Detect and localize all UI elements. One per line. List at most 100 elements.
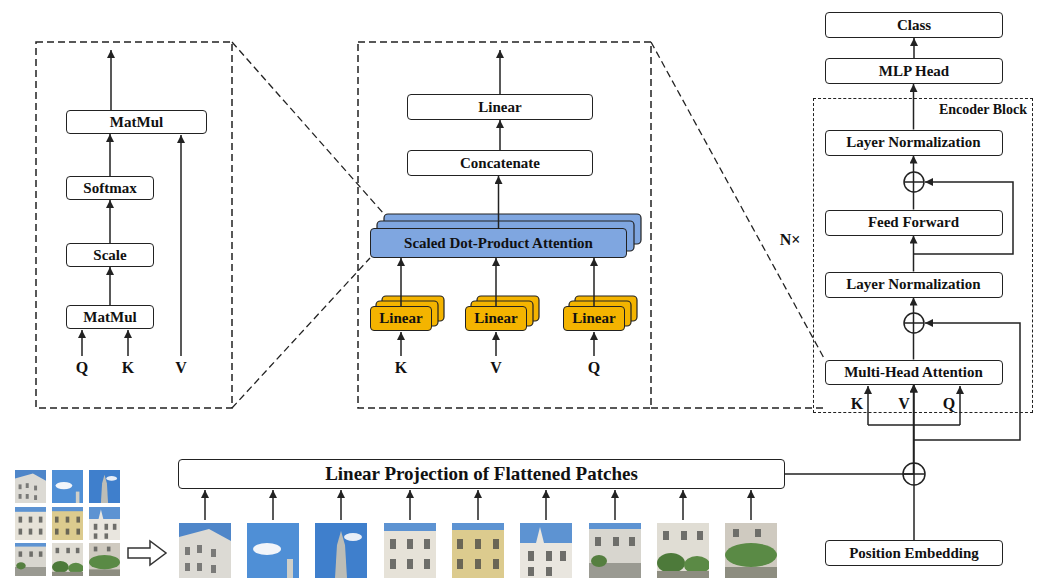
process-box: Class — [825, 12, 1003, 38]
image-patch — [520, 523, 572, 578]
flow-arrow — [913, 236, 915, 272]
patch-arrow — [682, 490, 684, 520]
input-letter: Q — [943, 396, 955, 412]
linear-box: Linear — [563, 306, 625, 331]
image-patch — [315, 523, 367, 578]
flow-arrow — [400, 258, 402, 306]
box-label: Multi-Head Attention — [844, 364, 983, 381]
patch-arrow — [409, 490, 411, 520]
zoom-line — [651, 407, 825, 408]
flow-arrow — [785, 385, 914, 475]
input-letter: V — [490, 360, 502, 376]
input-letter: K — [851, 396, 863, 412]
input-arrow — [127, 330, 129, 356]
process-box: MLP Head — [825, 58, 1003, 84]
image-patch — [179, 523, 231, 578]
linear-box: Linear — [465, 306, 527, 331]
encoder-block: Encoder BlockLayer NormalizationFeed For… — [813, 98, 1033, 413]
box-label: Linear — [478, 99, 521, 116]
box-label: Class — [897, 17, 931, 34]
hollow-arrow — [128, 541, 166, 565]
image-patch — [384, 523, 436, 578]
box-label: Layer Normalization — [846, 276, 980, 293]
image-patch — [247, 523, 299, 578]
image-patch — [89, 543, 120, 576]
image-patch — [452, 523, 504, 578]
box-label: MLP Head — [879, 63, 949, 80]
image-patch — [52, 470, 83, 503]
box-label: Feed Forward — [868, 214, 959, 231]
input-letter: K — [122, 360, 134, 376]
box-label: Concatenate — [460, 155, 540, 172]
zoom-line — [651, 42, 825, 360]
patch-arrow — [750, 490, 752, 520]
process-box: Multi-Head Attention — [825, 360, 1003, 385]
output-arrow — [110, 50, 112, 110]
image-patch — [89, 470, 120, 503]
patch-arrow — [545, 490, 547, 520]
input-arrow — [81, 330, 83, 356]
flow-arrow — [913, 84, 915, 130]
process-box: Layer Normalization — [825, 130, 1003, 156]
input-arrow — [180, 135, 182, 356]
flow-arrow — [913, 298, 915, 360]
input-letter: Q — [588, 360, 600, 376]
box-label: Linear — [474, 310, 517, 327]
branch-arrow — [867, 386, 869, 425]
process-box: MatMul — [66, 305, 154, 329]
image-patch — [657, 523, 710, 578]
patch-arrow — [204, 490, 206, 520]
box-label: MatMul — [110, 114, 163, 131]
input-letter: V — [175, 360, 187, 376]
process-box: Concatenate — [407, 150, 593, 176]
box-label: MatMul — [83, 309, 136, 326]
branch-arrow — [959, 386, 961, 425]
input-letter: K — [395, 360, 407, 376]
patch-arrow — [340, 490, 342, 520]
input-arrow — [495, 332, 497, 356]
image-patch — [15, 507, 46, 540]
flow-arrow — [593, 258, 595, 306]
block-heading: Encoder Block — [939, 102, 1027, 117]
zoom-line — [232, 42, 384, 214]
image-patch — [15, 470, 46, 503]
flow-arrow — [109, 134, 111, 176]
box-label: Softmax — [83, 180, 136, 197]
process-box: Position Embedding — [825, 540, 1003, 566]
input-arrow — [593, 332, 595, 356]
patch-arrow — [614, 490, 616, 520]
box-label: Layer Normalization — [846, 134, 980, 151]
patch-arrow — [477, 490, 479, 520]
flow-arrow — [109, 200, 111, 243]
image-patch — [52, 543, 84, 576]
detail-panel — [36, 42, 232, 408]
image-patch — [589, 523, 641, 578]
flow-arrow — [913, 38, 915, 58]
repeat-count: N× — [780, 232, 801, 248]
image-patch — [89, 507, 120, 540]
input-arrow — [400, 332, 402, 356]
attention-box: Scaled Dot-Product Attention — [370, 228, 627, 258]
image-patch — [15, 543, 46, 576]
patch-arrow — [272, 490, 274, 520]
flow-arrow — [499, 120, 501, 150]
zoom-line — [232, 258, 370, 408]
box-label: Linear Projection of Flattened Patches — [325, 464, 638, 485]
linear-box: Linear — [370, 306, 432, 331]
flow-arrow — [495, 258, 497, 306]
process-box: Softmax — [66, 176, 154, 200]
projection-box: Linear Projection of Flattened Patches — [178, 459, 785, 489]
box-label: Scale — [93, 247, 126, 264]
input-letter: Q — [76, 360, 88, 376]
flow-arrow — [913, 385, 915, 541]
box-label: Scaled Dot-Product Attention — [404, 235, 593, 252]
output-arrow — [499, 50, 501, 94]
box-label: Position Embedding — [849, 545, 979, 562]
image-patch — [52, 507, 83, 540]
flow-arrow — [109, 267, 111, 305]
process-box: Layer Normalization — [825, 272, 1003, 298]
box-label: Linear — [379, 310, 422, 327]
detail-panel — [358, 42, 651, 408]
